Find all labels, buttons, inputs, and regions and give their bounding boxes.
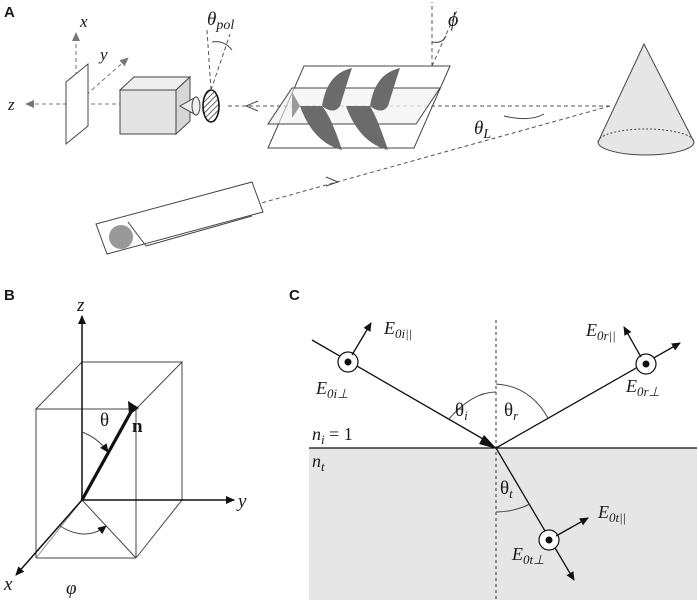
n-vector-label: n (132, 416, 143, 437)
wave-packet (267, 65, 451, 150)
theta-t-label: θt (500, 478, 513, 501)
wave-lobe-3 (370, 68, 400, 111)
theta-pol-label: θpol (207, 9, 234, 33)
unit-box (34, 361, 184, 559)
reflected-beam-arrow (244, 100, 259, 112)
wave-lobe-1 (322, 68, 352, 111)
reflected-field-marker (623, 326, 657, 375)
varphi-label: φ (66, 578, 77, 599)
panel-c: C ni = 1 nt θi θr θt E0i|| E0i⊥ (289, 287, 697, 600)
phi-arc (431, 35, 447, 43)
theta-t-arc (495, 503, 531, 513)
axis-x-arrow (15, 499, 83, 576)
theta-r-arc (495, 383, 549, 419)
ni-label: ni = 1 (312, 424, 353, 447)
transmitted-ray (495, 447, 575, 581)
phi-label: ϕ (448, 9, 458, 31)
n-vector (80, 409, 134, 501)
theta-L-arc (503, 113, 545, 120)
polarizer-axis (206, 29, 212, 91)
theta-i-arc (447, 391, 497, 421)
E0i-perp-label: E0i⊥ (315, 378, 348, 401)
incident-beam-arrow (325, 176, 340, 187)
light-source (95, 181, 264, 255)
cone-object (597, 42, 695, 156)
y-axis-arrow (75, 57, 129, 105)
theta-arc-b (81, 431, 109, 453)
axis-x-label-b: x (3, 574, 13, 595)
polarizer-angle-line (210, 33, 231, 91)
polarizer (202, 89, 220, 123)
theta-L-label: θL (474, 118, 491, 142)
panel-a-label: A (4, 4, 15, 21)
camera-lens (178, 96, 201, 116)
theta-label-b: θ (100, 410, 109, 431)
E0t-parallel-label: E0t|| (597, 502, 626, 525)
E0r-perp-label: E0r⊥ (625, 376, 660, 399)
wave-lobe-4 (346, 106, 388, 150)
theta-pol-arc (211, 41, 233, 51)
camera-body (118, 75, 192, 136)
incident-beam (149, 105, 611, 235)
nt-label: nt (312, 451, 325, 474)
axis-y-label: y (98, 45, 108, 64)
panel-b-label: B (4, 287, 15, 304)
theta-r-label: θr (504, 400, 519, 423)
wave-lobe-2 (300, 106, 342, 150)
transmitted-field-marker (538, 517, 589, 551)
incident-field-marker (337, 322, 372, 373)
axis-z-label-b: z (76, 295, 85, 316)
axis-z-label: z (7, 95, 15, 114)
axis-y-label-b: y (236, 491, 247, 512)
wave-lobe-small (292, 92, 300, 118)
theta-i-label: θi (455, 400, 468, 423)
E0r-parallel-label: E0r|| (585, 320, 616, 343)
incident-ray-head (479, 435, 497, 449)
light-bulb (109, 225, 133, 249)
axis-x-label: x (79, 12, 88, 31)
E0t-perp-label: E0t⊥ (511, 544, 544, 567)
sensor-plane (65, 62, 89, 146)
panel-b: B z y x n θ φ (3, 287, 247, 599)
panel-a: A x y z θpol (4, 2, 695, 255)
transmission-medium (309, 448, 697, 600)
E0i-parallel-label: E0i|| (383, 318, 412, 341)
n-vector-head (128, 401, 139, 415)
panel-c-label: C (289, 287, 300, 304)
varphi-arc (59, 525, 107, 535)
